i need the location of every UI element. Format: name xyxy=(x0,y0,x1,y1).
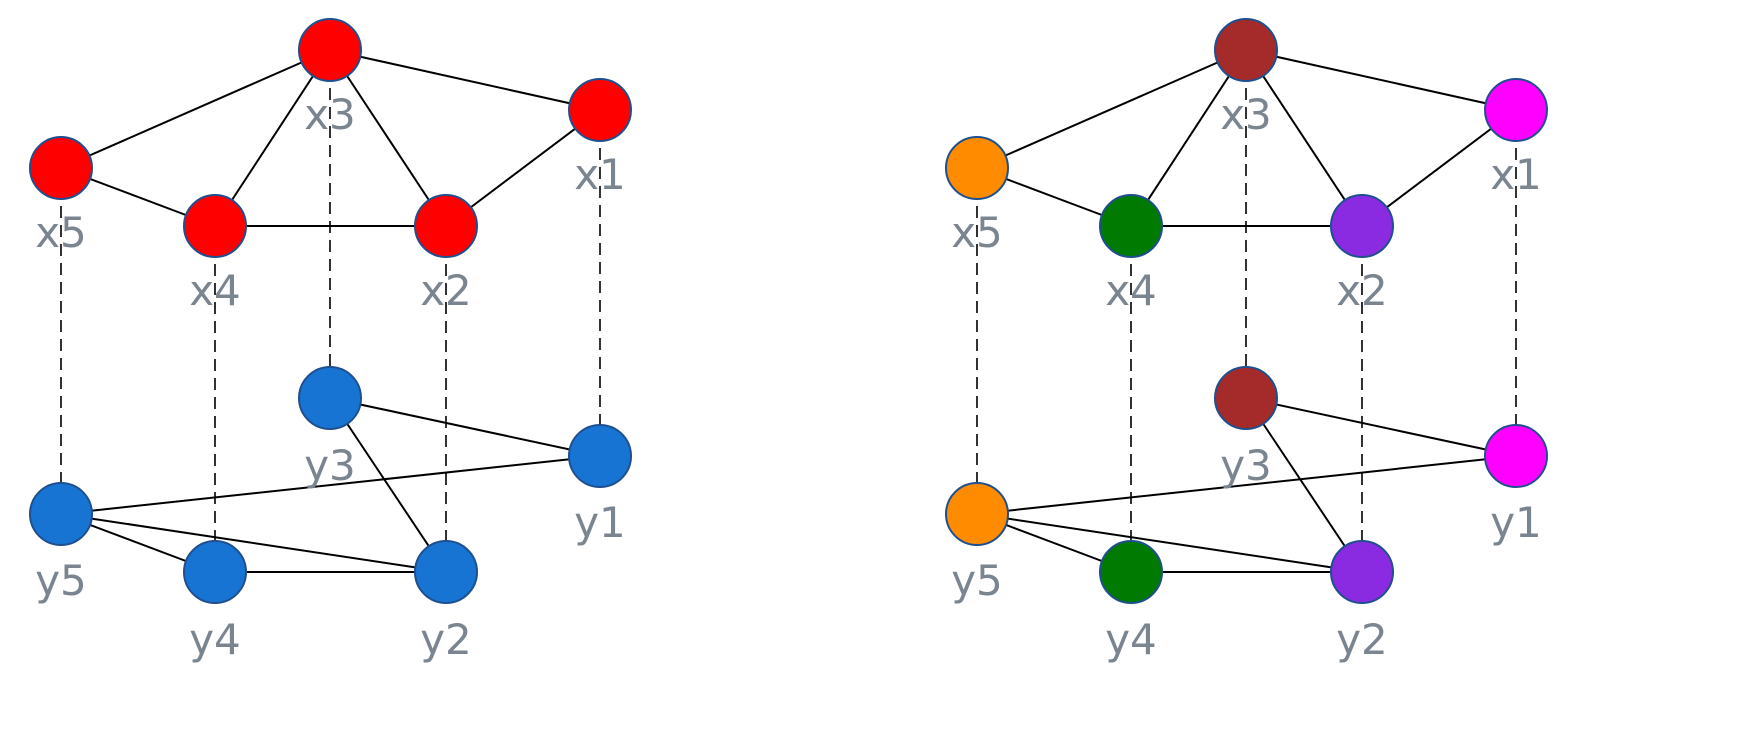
left-solid-edge-x3-x4 xyxy=(214,49,331,227)
left-solid-edge-y1-y5 xyxy=(60,455,601,515)
right-node-label-x3: x3 xyxy=(1220,90,1272,139)
left-node-y1 xyxy=(568,424,632,488)
right-node-label-x4: x4 xyxy=(1105,266,1157,315)
right-node-label-y1: y1 xyxy=(1490,498,1542,547)
right-node-label-y5: y5 xyxy=(951,556,1003,605)
left-node-label-y1: y1 xyxy=(574,498,626,547)
nodes-layer: x1 x2 x3 x4 x5 y1 y2 y3 y4 y5 x1 x2 x3 x4 x5 y1 y2 y3 y4 y5 xyxy=(29,18,1548,664)
right-solid-edge-x3-x1 xyxy=(1245,49,1517,111)
right-solid-edge-y3-y2 xyxy=(1245,397,1363,573)
left-node-x2 xyxy=(414,194,478,258)
left-node-x3 xyxy=(298,18,362,82)
left-solid-edge-x3-x2 xyxy=(329,49,447,227)
right-graph-nodes: x1 x2 x3 x4 x5 y1 y2 y3 y4 y5 xyxy=(945,18,1548,664)
right-solid-edge-y5-y2 xyxy=(976,513,1363,573)
left-node-y5 xyxy=(29,482,93,546)
right-node-y5 xyxy=(945,482,1009,546)
right-node-y2 xyxy=(1330,540,1394,604)
right-solid-edge-y1-y5 xyxy=(976,455,1517,515)
right-graph-edges xyxy=(976,49,1517,573)
left-node-label-y5: y5 xyxy=(35,556,87,605)
right-solid-edge-x3-x4 xyxy=(1130,49,1247,227)
left-solid-edge-x3-x5 xyxy=(60,49,331,169)
right-solid-edge-x3-x5 xyxy=(976,49,1247,169)
right-node-y4 xyxy=(1099,540,1163,604)
right-node-y3 xyxy=(1214,366,1278,430)
left-node-label-x5: x5 xyxy=(35,208,87,257)
right-node-x3 xyxy=(1214,18,1278,82)
left-solid-edge-y5-y2 xyxy=(60,513,447,573)
left-node-label-x4: x4 xyxy=(189,266,241,315)
right-node-y1 xyxy=(1484,424,1548,488)
right-node-x4 xyxy=(1099,194,1163,258)
left-solid-edge-x2-x1 xyxy=(445,109,601,227)
left-node-label-y3: y3 xyxy=(304,441,356,490)
left-node-x5 xyxy=(29,136,93,200)
right-node-label-x1: x1 xyxy=(1490,150,1542,199)
right-node-x2 xyxy=(1330,194,1394,258)
right-solid-edge-x2-x1 xyxy=(1361,109,1517,227)
left-node-y4 xyxy=(183,540,247,604)
right-node-label-x2: x2 xyxy=(1336,266,1388,315)
right-node-label-x5: x5 xyxy=(951,208,1003,257)
right-solid-edge-y3-y1 xyxy=(1245,397,1517,457)
right-node-x5 xyxy=(945,136,1009,200)
left-solid-edge-x3-x1 xyxy=(329,49,601,111)
left-solid-edge-y3-y1 xyxy=(329,397,601,457)
left-solid-edge-y3-y2 xyxy=(329,397,447,573)
left-node-y2 xyxy=(414,540,478,604)
right-node-label-y2: y2 xyxy=(1336,615,1388,664)
left-node-x4 xyxy=(183,194,247,258)
right-node-label-y4: y4 xyxy=(1105,615,1157,664)
left-node-label-y2: y2 xyxy=(420,615,472,664)
right-node-label-y3: y3 xyxy=(1220,441,1272,490)
right-node-x1 xyxy=(1484,78,1548,142)
left-node-label-x2: x2 xyxy=(420,266,472,315)
left-node-y3 xyxy=(298,366,362,430)
edges-layer xyxy=(60,49,1517,573)
left-node-label-y4: y4 xyxy=(189,615,241,664)
left-node-label-x1: x1 xyxy=(574,150,626,199)
left-node-x1 xyxy=(568,78,632,142)
left-node-label-x3: x3 xyxy=(304,90,356,139)
right-solid-edge-x3-x2 xyxy=(1245,49,1363,227)
left-graph-nodes: x1 x2 x3 x4 x5 y1 y2 y3 y4 y5 xyxy=(29,18,632,664)
left-graph-edges xyxy=(60,49,601,573)
